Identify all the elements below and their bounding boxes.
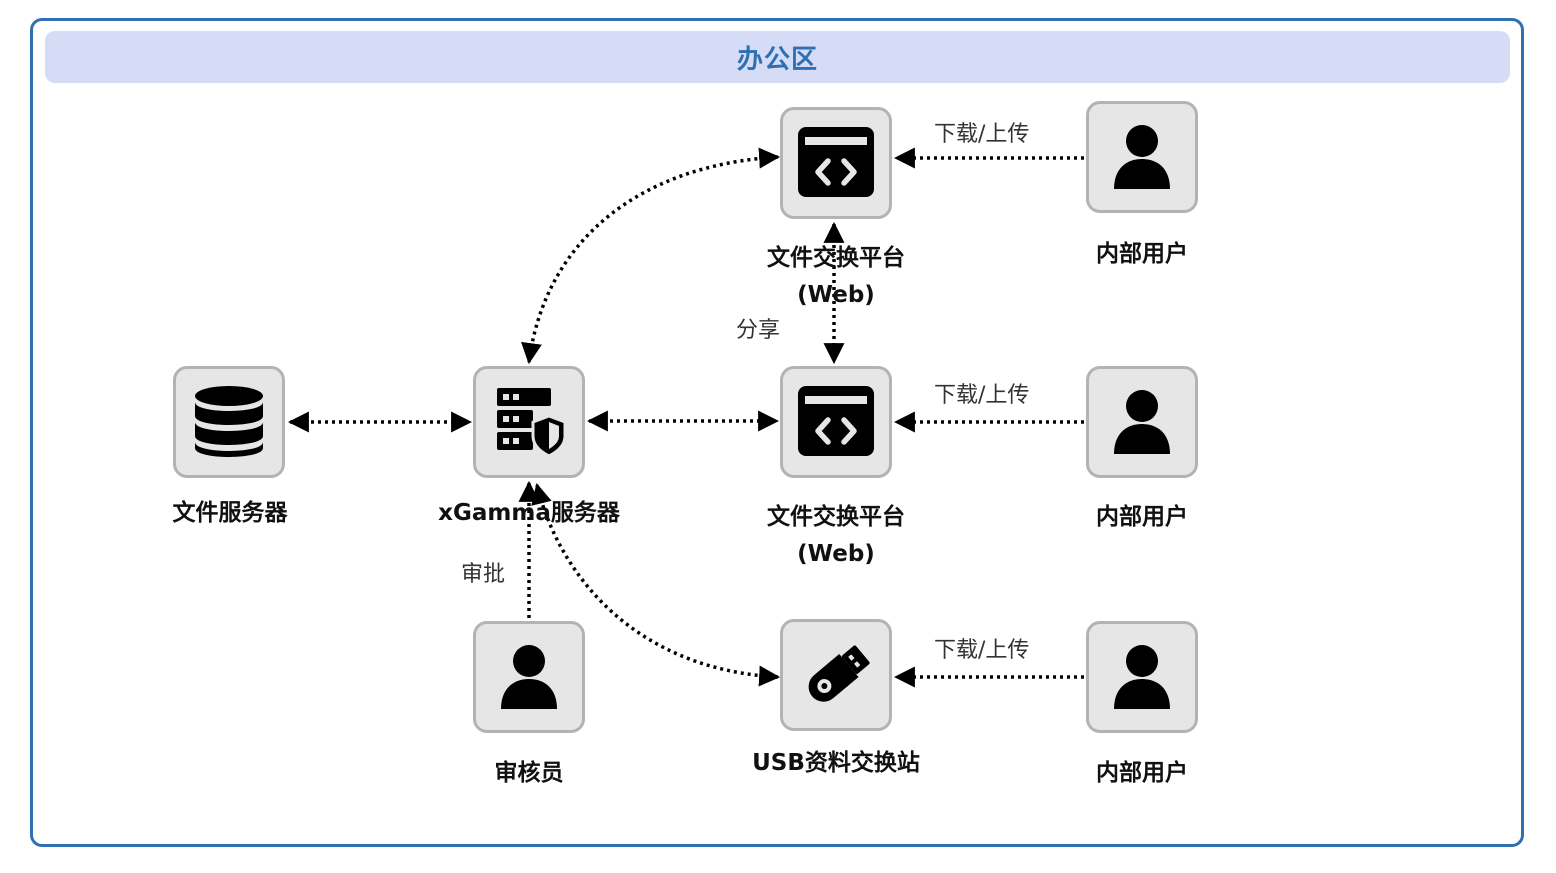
web-platform-top-label-line2: (Web)	[797, 282, 875, 308]
user-icon	[1114, 390, 1170, 454]
file-server-label: 文件服务器	[172, 500, 288, 526]
edge-label-approve: 审批	[461, 562, 506, 587]
user-mid-node[interactable]	[1086, 366, 1198, 478]
web-platform-top-label: 文件交换平台 (Web)	[735, 240, 937, 314]
database-icon	[195, 386, 263, 457]
web-platform-top-node[interactable]	[780, 107, 892, 219]
usb-station-label: USB资料交换站	[752, 750, 920, 776]
web-platform-mid-label: 文件交换平台 (Web)	[735, 499, 937, 573]
usb-drive-icon	[808, 645, 870, 702]
office-zone-frame	[30, 18, 1524, 847]
code-window-icon	[798, 127, 874, 197]
web-platform-mid-label-line2: (Web)	[797, 541, 875, 567]
auditor-node[interactable]	[473, 621, 585, 733]
edge-label-share: 分享	[736, 318, 781, 343]
usb-station-node[interactable]	[780, 619, 892, 731]
user-bottom-node[interactable]	[1086, 621, 1198, 733]
xgamma-server-label: xGamma服务器	[438, 500, 620, 526]
edge-label-bottom-transfer: 下载/上传	[934, 638, 1030, 663]
web-platform-mid-node[interactable]	[780, 366, 892, 478]
user-icon	[1114, 645, 1170, 709]
edge-label-top-transfer: 下载/上传	[934, 122, 1030, 147]
xgamma-server-node[interactable]	[473, 366, 585, 478]
user-icon	[1114, 125, 1170, 189]
user-top-label: 内部用户	[1096, 241, 1188, 267]
user-bottom-label: 内部用户	[1096, 760, 1188, 786]
edge-xgamma-web-top	[521, 147, 781, 365]
office-zone-header: 办公区	[45, 31, 1510, 83]
code-window-icon	[798, 386, 874, 456]
user-mid-label: 内部用户	[1096, 504, 1188, 530]
user-icon	[501, 645, 557, 709]
office-zone-title: 办公区	[736, 44, 818, 75]
web-platform-top-label-line1: 文件交换平台	[767, 245, 905, 271]
file-server-node[interactable]	[173, 366, 285, 478]
web-platform-mid-label-line1: 文件交换平台	[767, 504, 905, 530]
auditor-label: 审核员	[494, 760, 564, 786]
server-shield-icon	[497, 388, 567, 458]
user-top-node[interactable]	[1086, 101, 1198, 213]
edge-label-mid-transfer: 下载/上传	[934, 383, 1030, 408]
